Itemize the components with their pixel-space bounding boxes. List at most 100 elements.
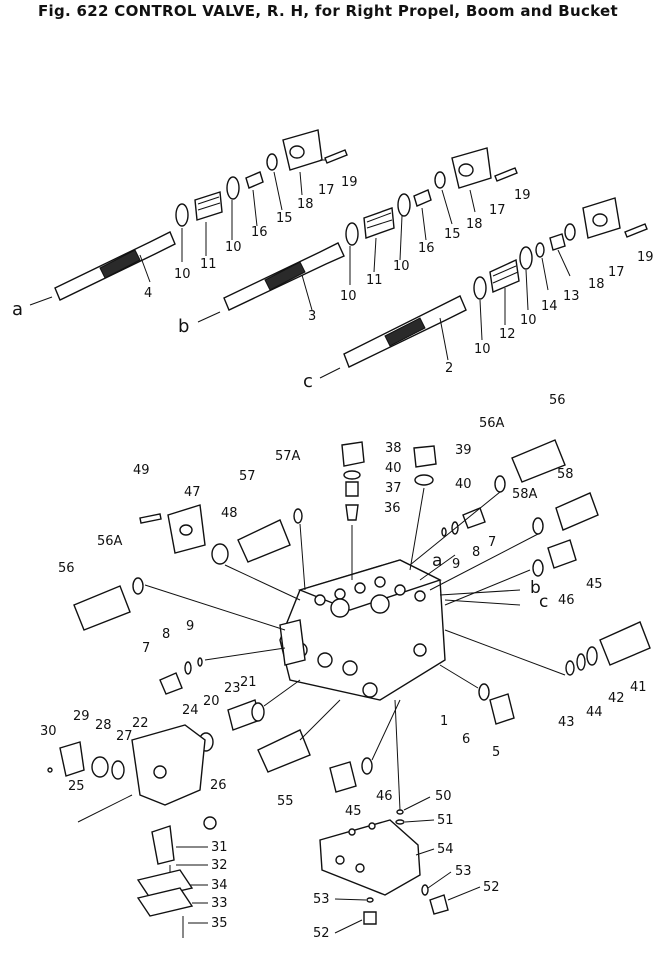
label-19: 19	[637, 250, 654, 265]
o-ring-48	[211, 543, 229, 565]
label-9: 9	[452, 557, 460, 572]
label-14: 14	[541, 299, 558, 314]
label-17: 17	[489, 203, 506, 218]
figure-title: Fig. 622 CONTROL VALVE, R. H, for Right …	[38, 2, 618, 20]
label-40: 40	[385, 461, 402, 476]
plug-41	[599, 621, 651, 666]
nut-26	[203, 816, 217, 830]
spool-assembly-a	[29, 129, 348, 306]
label-30: 30	[40, 724, 57, 739]
ring-44	[576, 653, 586, 671]
plug-16b	[413, 189, 432, 207]
label-38: 38	[385, 441, 402, 456]
o-ring-40b	[414, 474, 434, 486]
seat-10d	[397, 193, 411, 217]
seat-10f	[519, 246, 533, 270]
ring-50	[396, 809, 404, 815]
label-16: 16	[418, 241, 435, 256]
label-17: 17	[318, 183, 335, 198]
label-43: 43	[558, 715, 575, 730]
bolt-19b	[494, 167, 518, 182]
label-15: 15	[444, 227, 461, 242]
label-56: 56	[58, 561, 75, 576]
poppet-36	[345, 504, 359, 521]
plug-57	[237, 519, 291, 563]
label-57A: 57A	[275, 449, 301, 464]
label-1: 1	[440, 714, 448, 729]
label-34: 34	[211, 878, 228, 893]
spring-12	[489, 258, 520, 293]
bolt-19c	[624, 223, 648, 238]
label-40: 40	[455, 477, 472, 492]
spring-37	[345, 481, 359, 497]
label-52: 52	[313, 926, 330, 941]
plug-38	[341, 441, 365, 467]
label-10: 10	[174, 267, 191, 282]
label-25: 25	[68, 779, 85, 794]
label-18: 18	[466, 217, 483, 232]
part-29	[59, 741, 85, 777]
plug-58	[555, 492, 599, 531]
o-ring-56A-upper	[494, 475, 506, 493]
label-50: 50	[435, 789, 452, 804]
ring-15b	[434, 171, 446, 189]
label-a: a	[432, 551, 442, 571]
seat-10	[175, 203, 189, 227]
o-ring-8b	[184, 661, 192, 675]
label-18: 18	[588, 277, 605, 292]
label-24: 24	[182, 703, 199, 718]
label-45: 45	[345, 804, 362, 819]
o-ring-46b	[361, 757, 373, 775]
label-18: 18	[297, 197, 314, 212]
label-15: 15	[276, 211, 293, 226]
plug-13	[549, 233, 566, 251]
label-7: 7	[142, 641, 150, 656]
label-33: 33	[211, 896, 228, 911]
label-56A: 56A	[479, 416, 505, 431]
label-52: 52	[483, 880, 500, 895]
label-4: 4	[144, 286, 152, 301]
ring-18c	[564, 223, 576, 241]
label-5: 5	[492, 745, 500, 760]
o-ring-56A-left	[132, 577, 144, 595]
o-ring-46a	[532, 559, 544, 577]
label-22: 22	[132, 716, 149, 731]
washer-14	[535, 242, 545, 258]
part-27	[111, 760, 125, 780]
plug-39	[413, 445, 437, 468]
label-49: 49	[133, 463, 150, 478]
bolt-49	[139, 513, 162, 524]
label-c: c	[539, 592, 548, 612]
plug-16	[245, 171, 264, 189]
label-39: 39	[455, 443, 472, 458]
plug-52b	[363, 911, 377, 925]
label-42: 42	[608, 691, 625, 706]
label-10: 10	[474, 342, 491, 357]
label-b: b	[178, 316, 189, 337]
block-54	[319, 819, 421, 896]
label-57: 57	[239, 469, 256, 484]
valve-body-1	[279, 559, 446, 701]
label-c: c	[303, 371, 313, 392]
bolt-19	[324, 149, 348, 164]
label-13: 13	[563, 289, 580, 304]
plug-45b	[329, 761, 357, 793]
o-ring-9a	[441, 527, 447, 537]
label-11: 11	[366, 273, 383, 288]
o-ring-40a	[343, 470, 361, 480]
plug-56-left	[73, 585, 131, 631]
spring-11b	[363, 207, 395, 239]
label-44: 44	[586, 705, 603, 720]
label-10: 10	[393, 259, 410, 274]
seat-10c	[345, 222, 359, 246]
part-28	[91, 756, 109, 778]
label-11: 11	[200, 257, 217, 272]
label-10: 10	[225, 240, 242, 255]
label-26: 26	[210, 778, 227, 793]
label-23: 23	[224, 681, 241, 696]
spool-assembly-b	[197, 147, 518, 323]
o-ring-57A	[293, 508, 303, 524]
label-10: 10	[340, 289, 357, 304]
seat-10b	[226, 176, 240, 200]
